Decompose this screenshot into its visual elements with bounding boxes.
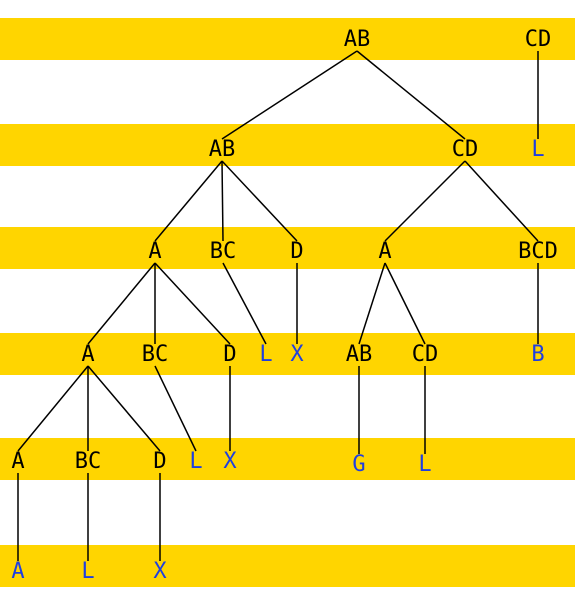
edge-r2_bc-r3_l	[222, 262, 267, 345]
edge-r2_a-r3_a	[87, 262, 156, 345]
node-r4-l2: L	[418, 452, 432, 477]
node-r1-cd: CD	[451, 137, 479, 162]
node-r4-bc: BC	[74, 449, 102, 474]
node-r1-l: L	[531, 137, 545, 162]
node-r0-cd: CD	[524, 27, 552, 52]
edge-r1_ab-r2_d	[221, 160, 298, 242]
node-r4-l: L	[189, 449, 203, 474]
node-r3-ab: AB	[345, 342, 373, 367]
node-r2-bcd: BCD	[518, 239, 558, 264]
level-band-5	[0, 545, 575, 587]
node-r4-x: X	[223, 449, 237, 474]
edge-r1_ab-r2_bc	[221, 160, 224, 242]
edge-r2_a2-r3_cd	[384, 262, 426, 345]
edge-r3_a-r4_a	[17, 365, 89, 452]
edge-r0_ab-r1_cd	[356, 50, 466, 140]
edge-r0_ab-r1_ab	[221, 50, 358, 140]
node-r3-b: B	[531, 342, 545, 367]
node-r3-bc: BC	[141, 342, 169, 367]
node-r5-x: X	[153, 559, 167, 584]
level-band-2	[0, 227, 575, 269]
edge-r2_a-r3_d	[154, 262, 231, 345]
edge-r2_a2-r3_ab	[358, 262, 386, 345]
node-r3-x: X	[290, 342, 304, 367]
edge-r1_ab-r2_a	[154, 160, 223, 242]
edge-r3_bc-r4_l	[154, 365, 197, 452]
edge-r1_cd-r2_bcd	[464, 160, 539, 242]
node-r3-d: D	[223, 342, 237, 367]
node-r1-ab: AB	[208, 137, 236, 162]
node-r2-a: A	[148, 239, 162, 264]
node-r2-bc: BC	[209, 239, 237, 264]
node-r4-a: A	[11, 449, 25, 474]
level-band-1	[0, 124, 575, 166]
edge-r3_a-r4_d	[87, 365, 161, 452]
node-r3-a: A	[81, 342, 95, 367]
level-band-0	[0, 18, 575, 60]
level-band-3	[0, 333, 575, 375]
node-r5-a: A	[11, 559, 25, 584]
node-r4-d: D	[153, 449, 167, 474]
node-r0-ab: AB	[343, 27, 371, 52]
node-r5-l: L	[81, 559, 95, 584]
node-r2-a2: A	[378, 239, 392, 264]
edge-r1_cd-r2_a2	[384, 160, 466, 242]
node-r4-g: G	[352, 452, 366, 477]
node-r2-d: D	[290, 239, 304, 264]
level-band-4	[0, 438, 575, 480]
node-r3-l: L	[259, 342, 273, 367]
node-r3-cd: CD	[411, 342, 439, 367]
